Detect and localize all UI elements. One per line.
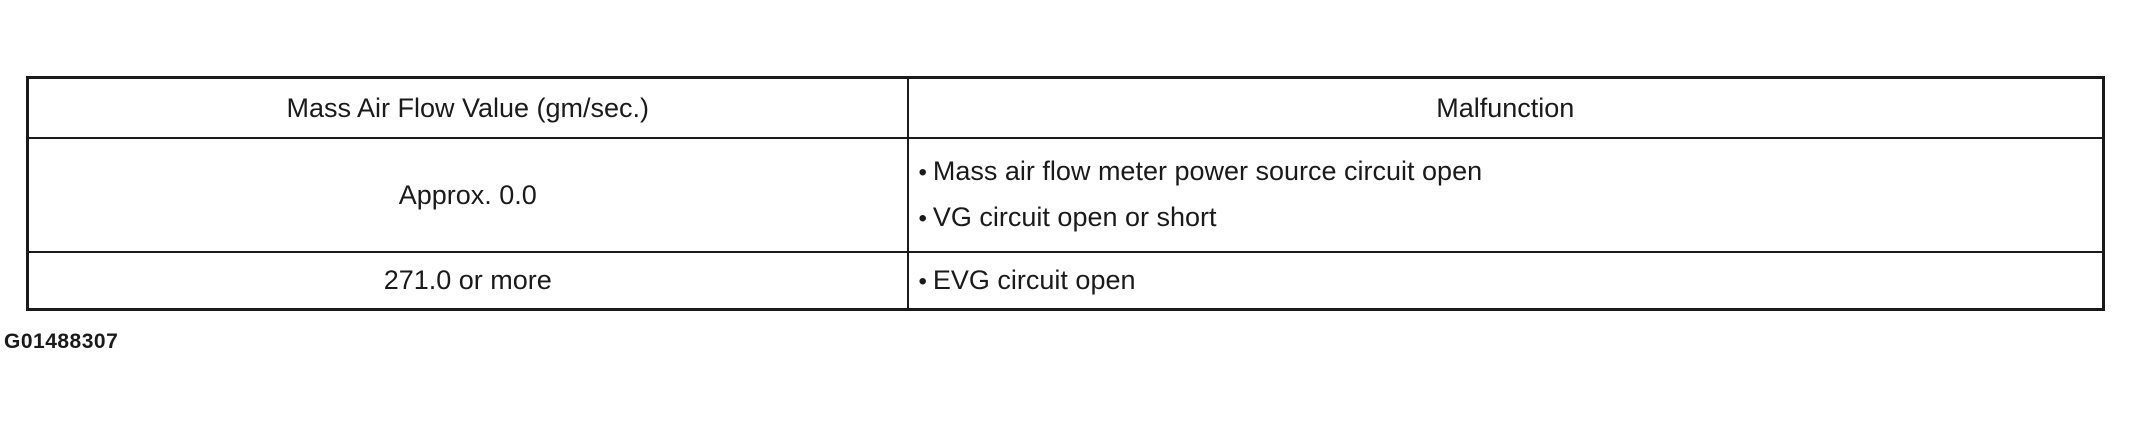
malfunction-text: VG circuit open or short: [932, 202, 1217, 232]
value-cell: Approx. 0.0: [26, 137, 909, 253]
bullet-icon: •: [918, 159, 927, 186]
malfunction-text: EVG circuit open: [932, 264, 1136, 295]
table-header-row: Mass Air Flow Value (gm/sec.) Malfunctio…: [26, 76, 2105, 139]
malfunction-item: •VG circuit open or short: [919, 195, 2103, 241]
header-mass-air-flow-value: Mass Air Flow Value (gm/sec.): [26, 76, 909, 139]
malfunction-list: •Mass air flow meter power source circui…: [919, 149, 2103, 241]
mass-air-flow-malfunction-table: Mass Air Flow Value (gm/sec.) Malfunctio…: [26, 76, 2105, 311]
bullet-icon: •: [918, 205, 927, 232]
value-cell: 271.0 or more: [26, 251, 909, 311]
figure-code: G01488307: [4, 330, 119, 353]
malfunction-cell: •Mass air flow meter power source circui…: [906, 137, 2105, 253]
malfunction-cell: •EVG circuit open: [906, 251, 2105, 311]
malfunction-list: •EVG circuit open: [919, 258, 2103, 304]
table-row: Approx. 0.0 •Mass air flow meter power s…: [26, 137, 2105, 253]
bullet-icon: •: [918, 267, 927, 295]
malfunction-item: •Mass air flow meter power source circui…: [919, 149, 2103, 195]
malfunction-item: •EVG circuit open: [919, 258, 2103, 304]
malfunction-text: Mass air flow meter power source circuit…: [932, 156, 1483, 186]
table-row: 271.0 or more •EVG circuit open: [26, 251, 2105, 311]
header-malfunction: Malfunction: [906, 76, 2105, 139]
